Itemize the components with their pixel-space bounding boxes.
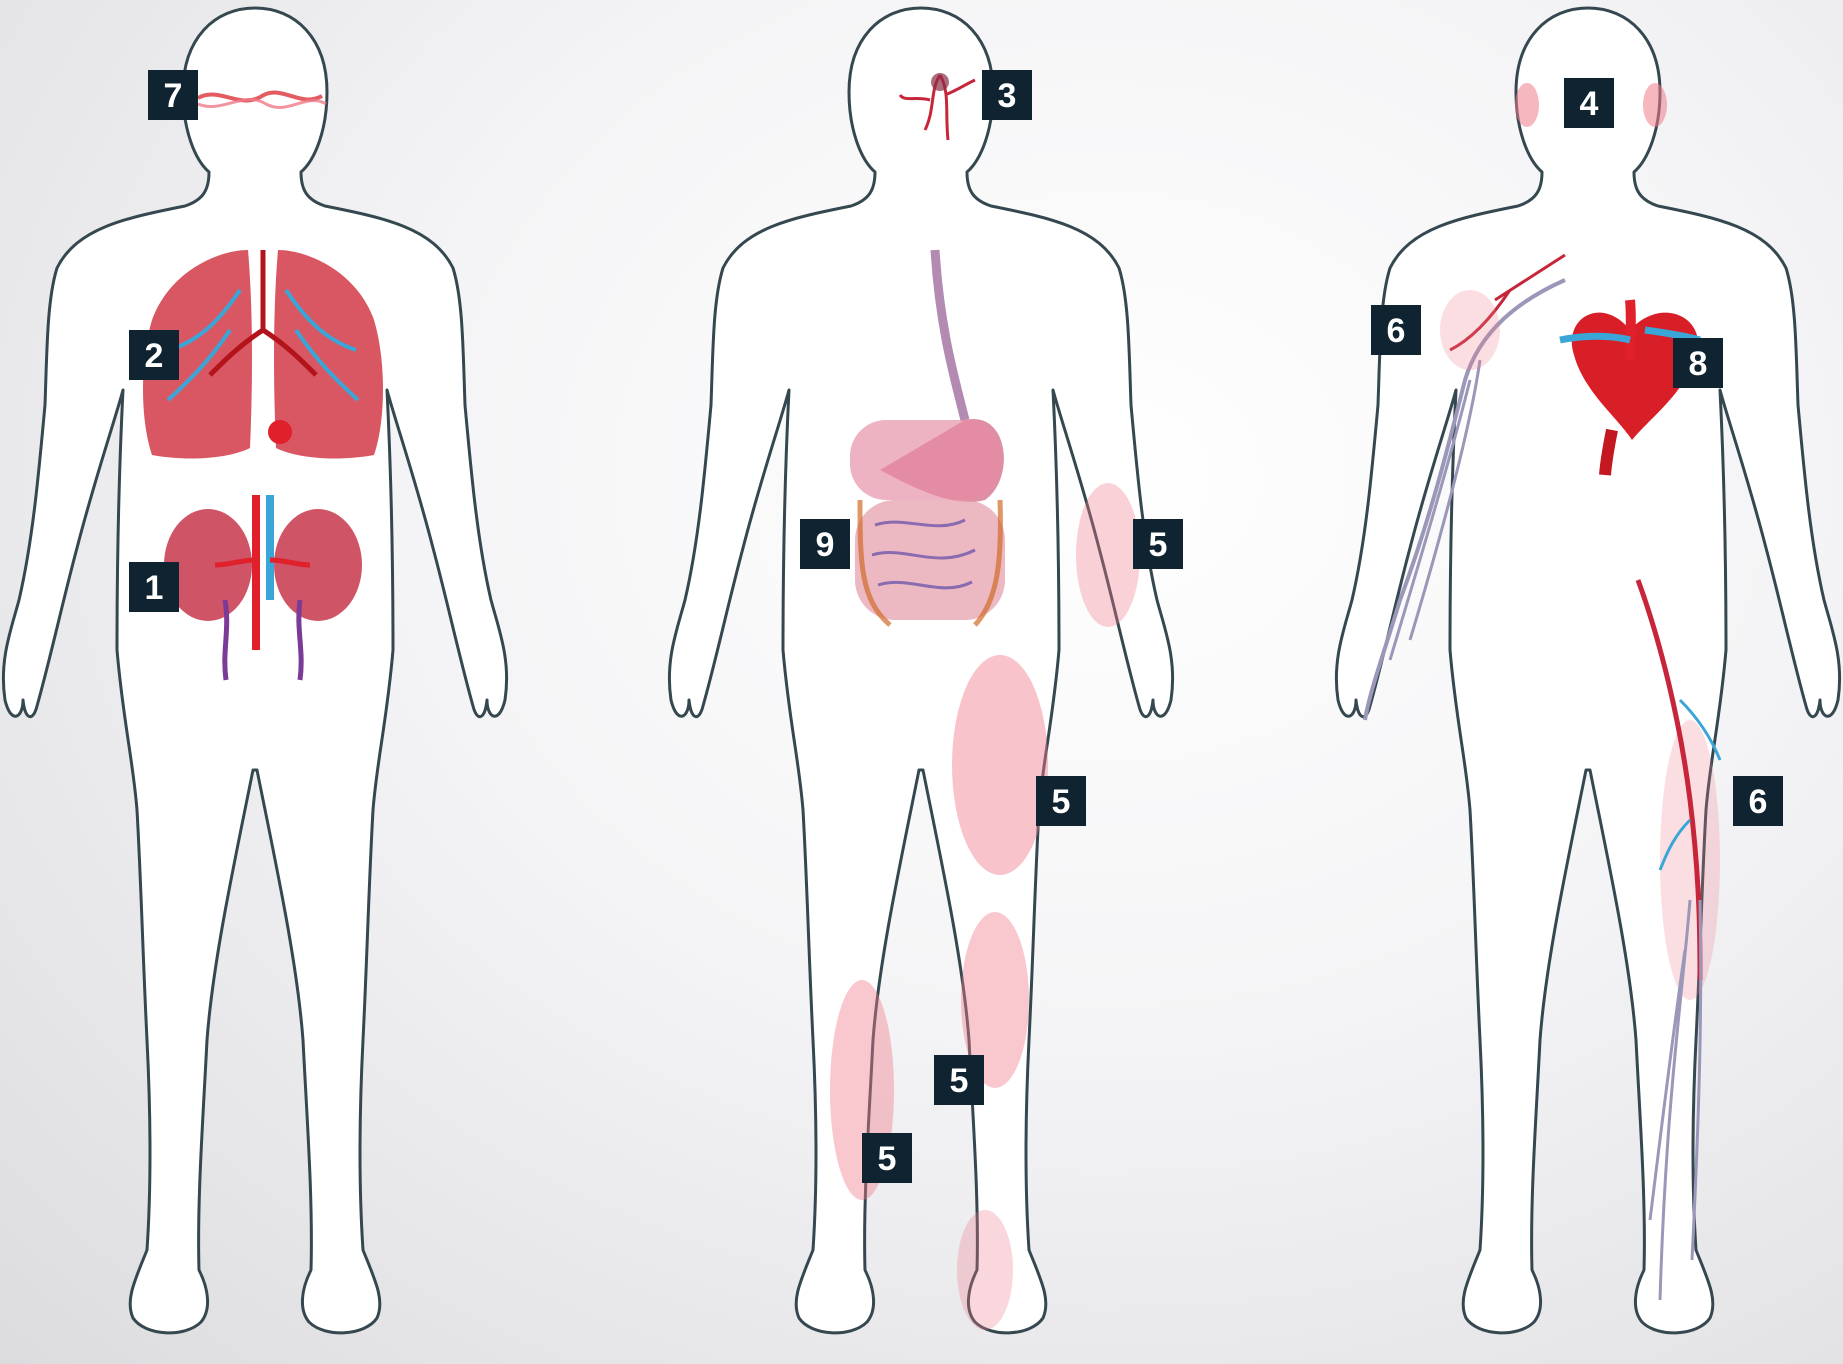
label-ears: 4 [1580, 85, 1599, 123]
label-digestive: 9 [816, 526, 835, 564]
label-badge-9: 9 [800, 519, 850, 569]
label-heart: 8 [1689, 345, 1708, 383]
label-badge-5-shin: 5 [862, 1133, 912, 1183]
label-badge-5-thigh: 5 [1036, 776, 1086, 826]
label-badge-1: 1 [129, 562, 179, 612]
body-outline [669, 8, 1172, 1333]
body-outline [1336, 8, 1839, 1333]
label-badge-6-arm: 6 [1371, 305, 1421, 355]
label-lungs: 2 [145, 337, 164, 375]
label-skin-arm: 5 [1149, 526, 1168, 564]
label-nerve-leg: 6 [1749, 783, 1768, 821]
label-badge-4: 4 [1564, 78, 1614, 128]
figure-middle: 3 9 5 5 5 5 [669, 8, 1183, 1333]
label-badge-5-knee: 5 [934, 1055, 984, 1105]
figure-right: 4 6 8 6 [1336, 8, 1839, 1333]
label-skin-knee: 5 [950, 1062, 969, 1100]
label-badge-6-leg: 6 [1733, 776, 1783, 826]
label-badge-5-arm: 5 [1133, 519, 1183, 569]
label-badge-2: 2 [129, 330, 179, 380]
body-outline [3, 8, 506, 1333]
label-badge-8: 8 [1673, 338, 1723, 388]
label-eyes: 7 [164, 77, 183, 115]
label-skin-thigh: 5 [1052, 783, 1071, 821]
label-badge-7: 7 [148, 70, 198, 120]
label-nerve-arm: 6 [1387, 312, 1406, 350]
label-kidneys: 1 [145, 569, 164, 607]
figure-left: 7 2 1 [3, 8, 506, 1333]
label-badge-3: 3 [982, 70, 1032, 120]
label-brain: 3 [998, 77, 1017, 115]
label-skin-shin: 5 [878, 1140, 897, 1178]
